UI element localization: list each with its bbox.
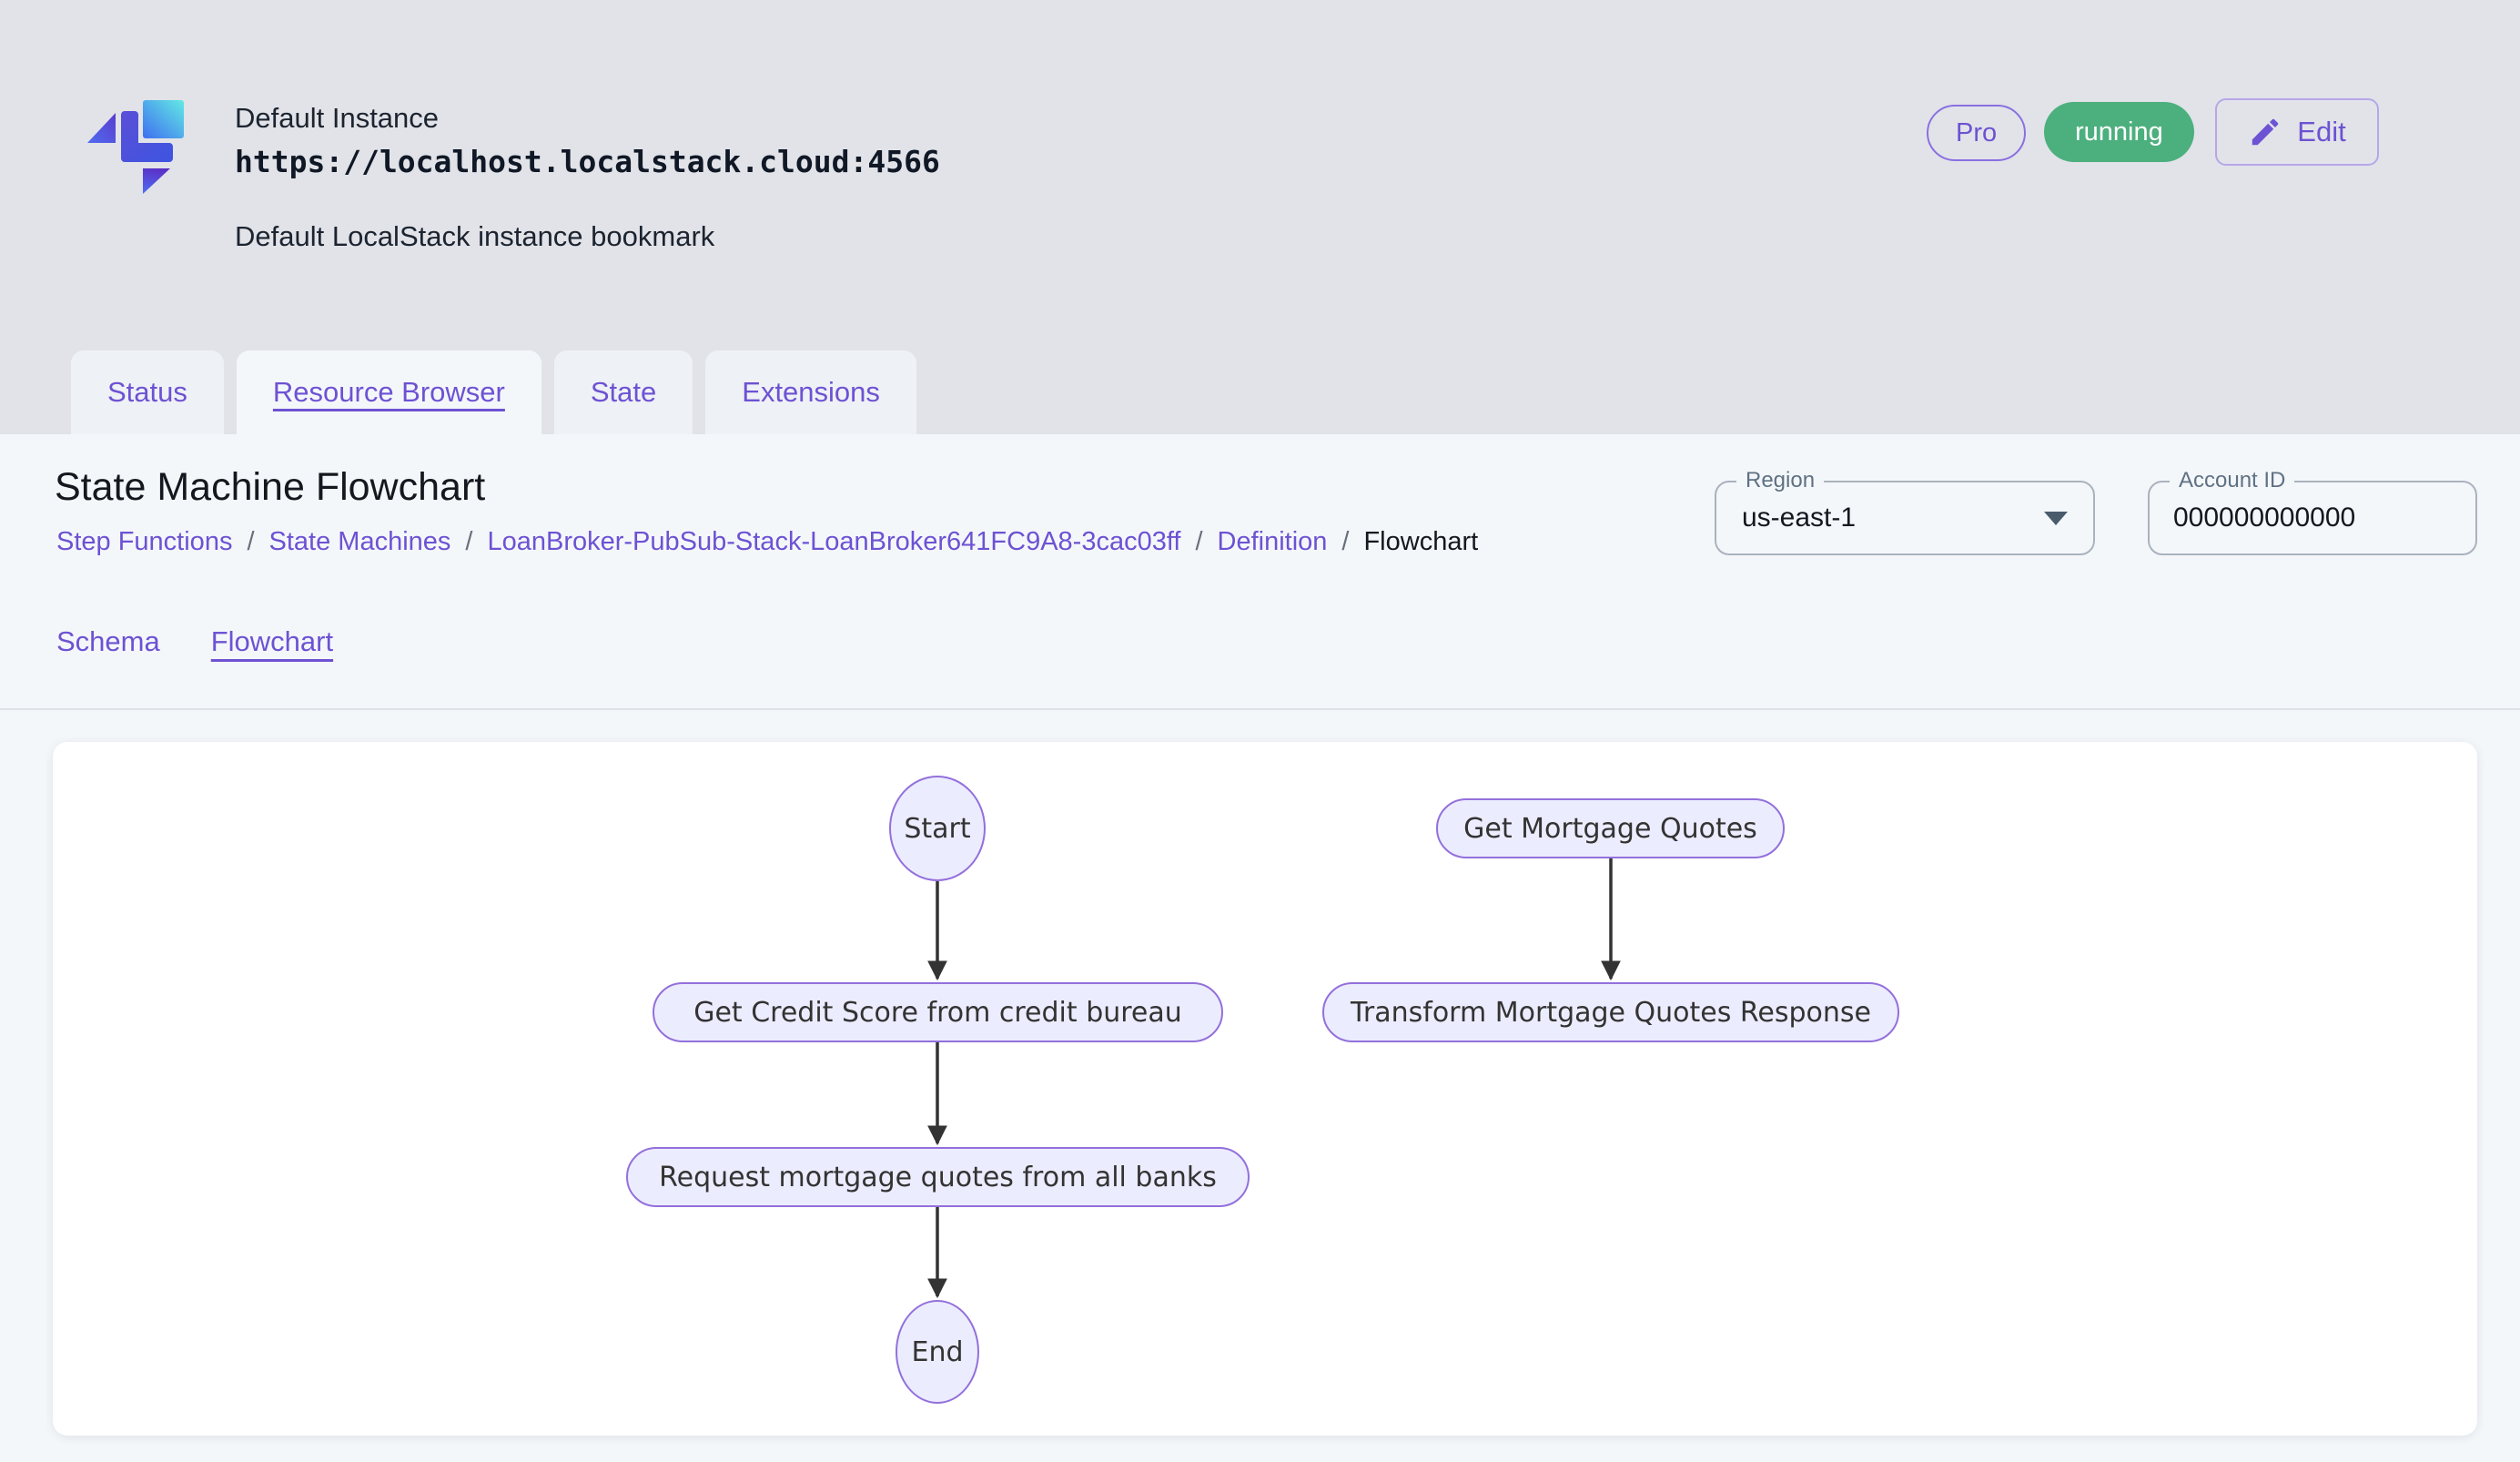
app-header: Default Instance https://localhost.local… [0,0,2520,350]
instance-info: Default Instance https://localhost.local… [235,102,940,253]
pro-badge-label: Pro [1956,117,1998,147]
chevron-down-icon [2044,511,2068,525]
definition-subtabs: Schema Flowchart [56,625,333,658]
status-badge-label: running [2075,117,2163,147]
flow-node-start-label: Start [904,812,971,845]
account-id-input[interactable] [2173,503,2452,533]
subtab-flowchart[interactable]: Flowchart [210,625,334,657]
breadcrumb-current: Flowchart [1363,527,1479,556]
flow-node-start[interactable]: Start [889,776,986,881]
main-tabs: Status Resource Browser State Extensions [71,350,916,434]
breadcrumb-state-machine-id[interactable]: LoanBroker-PubSub-Stack-LoanBroker641FC9… [487,527,1181,556]
localstack-logo-icon [87,100,184,194]
pro-badge: Pro [1927,105,2027,161]
flow-node-end-label: End [911,1335,964,1368]
tab-status[interactable]: Status [71,350,224,434]
edit-button[interactable]: Edit [2215,98,2379,166]
breadcrumb-separator: / [465,527,473,556]
breadcrumb-separator: / [247,527,255,556]
breadcrumb-separator: / [1195,527,1203,556]
content-panel: State Machine Flowchart Step Functions /… [0,434,2520,1462]
flow-node-get-mortgage-quotes-label: Get Mortgage Quotes [1463,812,1757,845]
tab-state[interactable]: State [553,350,693,434]
flowchart-canvas: Start Get Credit Score from credit burea… [53,742,2477,1436]
instance-name: Default Instance [235,102,440,134]
flow-node-get-credit-score-label: Get Credit Score from credit bureau [693,996,1182,1029]
tab-state-label: State [590,376,657,408]
pencil-icon [2252,118,2279,146]
instance-description: Default LocalStack instance bookmark [235,220,715,252]
account-id-field[interactable]: Account ID [2148,468,2477,555]
tab-resource-browser[interactable]: Resource Browser [236,350,541,434]
subtab-schema[interactable]: Schema [56,625,160,657]
breadcrumb-definition[interactable]: Definition [1217,527,1328,556]
tab-status-label: Status [107,376,187,408]
flow-node-transform-response[interactable]: Transform Mortgage Quotes Response [1322,982,1899,1042]
flow-node-request-quotes-label: Request mortgage quotes from all banks [659,1161,1217,1193]
breadcrumb: Step Functions / State Machines / LoanBr… [56,527,1478,557]
instance-url: https://localhost.localstack.cloud:4566 [235,144,940,179]
tab-extensions-label: Extensions [742,376,880,408]
tab-resource-browser-label: Resource Browser [272,376,505,408]
breadcrumb-state-machines[interactable]: State Machines [268,527,451,556]
flowchart-edges [927,858,1621,1299]
account-id-label: Account ID [2170,468,2295,493]
region-select-value: us-east-1 [1742,503,1857,533]
edit-button-label: Edit [2297,116,2346,147]
region-select[interactable]: Region us-east-1 [1715,468,2095,555]
breadcrumb-step-functions[interactable]: Step Functions [56,527,233,556]
status-badge: running [2044,102,2194,162]
flow-node-request-quotes[interactable]: Request mortgage quotes from all banks [626,1147,1250,1207]
flow-node-get-credit-score[interactable]: Get Credit Score from credit bureau [653,982,1223,1042]
flow-node-end[interactable]: End [896,1300,979,1404]
flow-node-get-mortgage-quotes[interactable]: Get Mortgage Quotes [1436,798,1785,858]
section-divider [0,708,2520,710]
region-select-label: Region [1736,468,1825,493]
tab-extensions[interactable]: Extensions [705,350,916,434]
page-title: State Machine Flowchart [55,465,486,509]
flow-node-transform-response-label: Transform Mortgage Quotes Response [1350,996,1871,1029]
breadcrumb-separator: / [1341,527,1350,556]
